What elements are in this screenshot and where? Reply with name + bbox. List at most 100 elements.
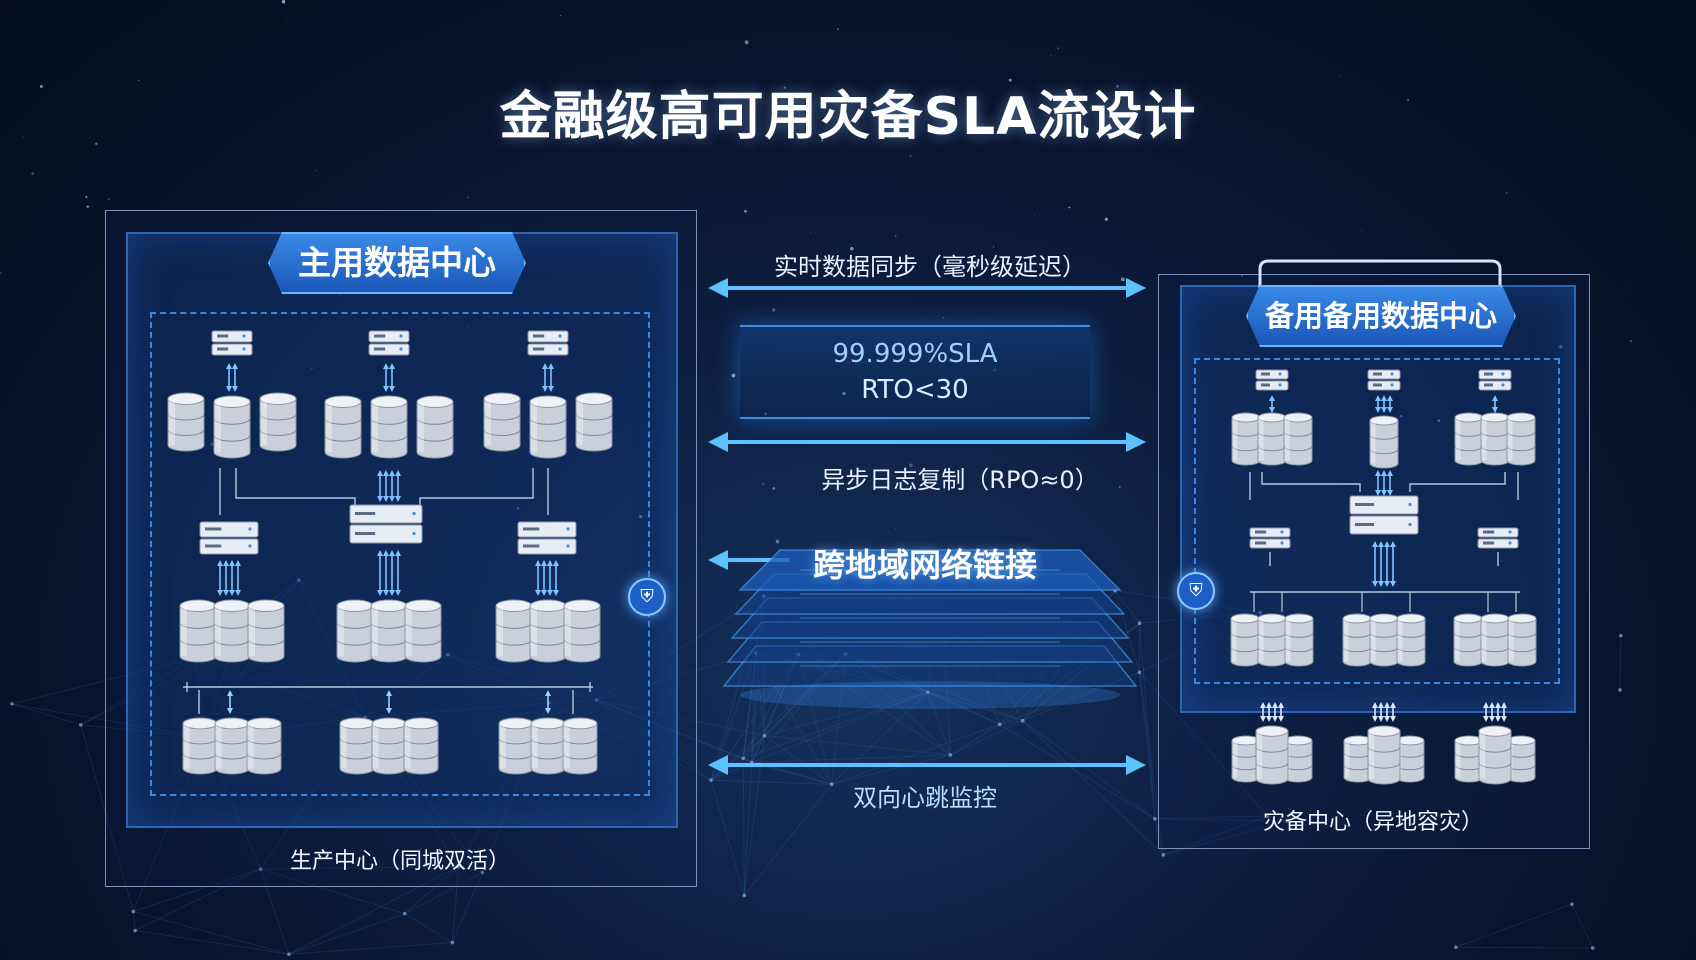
- network-line: [742, 652, 757, 759]
- network-line: [927, 691, 1000, 725]
- server-icon: [368, 330, 410, 356]
- star: [909, 463, 913, 467]
- network-line: [260, 868, 290, 955]
- network-line: [1267, 815, 1288, 822]
- database-icon: [403, 717, 439, 775]
- network-line: [743, 757, 832, 785]
- star: [1399, 414, 1403, 418]
- network-line: [1022, 671, 1140, 722]
- network-node: [741, 756, 746, 761]
- database-icon: [1396, 613, 1426, 667]
- network-line: [364, 654, 449, 718]
- star: [1115, 84, 1119, 88]
- link-arrows: [542, 363, 554, 392]
- database-icon: [324, 395, 362, 459]
- link-arrows: [1375, 395, 1393, 413]
- star: [771, 308, 776, 312]
- connector-line: [1409, 472, 1506, 492]
- bidirectional-arrow-icon: [708, 432, 1146, 452]
- database-icon: [416, 395, 454, 459]
- network-line: [743, 691, 928, 759]
- network-line: [458, 866, 483, 873]
- network-node: [10, 702, 14, 706]
- link-arrows: [217, 560, 241, 596]
- network-node: [1590, 946, 1595, 950]
- star: [772, 487, 776, 490]
- star: [560, 14, 562, 16]
- network-line: [548, 702, 712, 781]
- star: [1120, 277, 1125, 282]
- star: [783, 86, 786, 89]
- star: [685, 123, 688, 127]
- star: [86, 205, 89, 208]
- network-node: [450, 940, 455, 945]
- database-icon: [182, 717, 218, 775]
- network-line: [831, 723, 1000, 785]
- database-icon: [213, 395, 251, 459]
- star: [1626, 287, 1628, 289]
- network-line: [751, 735, 765, 763]
- network-line: [798, 653, 951, 756]
- network-node: [1137, 621, 1142, 625]
- network-line: [596, 699, 712, 781]
- network-line: [797, 654, 833, 785]
- network-line: [831, 653, 847, 785]
- database-icon: [259, 392, 297, 452]
- network-line: [755, 652, 833, 785]
- shield-icon: ⛨: [1177, 572, 1215, 610]
- network-node: [402, 911, 407, 916]
- star: [1008, 78, 1012, 82]
- network-line: [999, 622, 1140, 725]
- star: [1559, 345, 1563, 349]
- link-arrows: [383, 363, 395, 392]
- network-line: [1022, 720, 1164, 856]
- star: [338, 294, 341, 297]
- network-node: [742, 893, 747, 898]
- database-icon: [1507, 613, 1537, 667]
- database-icon: [562, 717, 598, 775]
- network-line: [742, 654, 799, 759]
- sla-rto: RTO<30: [861, 375, 969, 405]
- network-node: [1258, 610, 1262, 615]
- network-line: [11, 703, 81, 726]
- database-icon: [1284, 613, 1314, 667]
- star: [849, 246, 854, 251]
- network-line: [404, 866, 459, 915]
- database-icon: [214, 717, 250, 775]
- star: [85, 196, 88, 198]
- database-icon: [575, 392, 613, 452]
- server-icon: [1349, 495, 1419, 535]
- star: [639, 514, 643, 519]
- link-arrows: [535, 560, 559, 596]
- network-line: [288, 913, 405, 955]
- network-node: [709, 778, 713, 782]
- network-line: [288, 866, 459, 955]
- network-line: [80, 657, 197, 726]
- network-node: [762, 733, 767, 738]
- star: [31, 172, 35, 175]
- network-node: [1161, 853, 1166, 857]
- sla-availability: 99.999%SLA: [832, 339, 998, 369]
- network-line: [764, 735, 833, 785]
- connector-line: [419, 468, 534, 505]
- network-line: [1455, 903, 1573, 948]
- network-line: [710, 735, 765, 781]
- star: [1241, 274, 1243, 277]
- network-line: [710, 652, 757, 781]
- star: [1104, 217, 1108, 221]
- shield-icon: ⛨: [628, 578, 666, 616]
- primary-datacenter-banner: 主用数据中心: [268, 232, 526, 294]
- network-node: [287, 952, 291, 957]
- network-line: [743, 735, 765, 896]
- star: [467, 196, 470, 199]
- link-arrows: [227, 690, 233, 714]
- backup-datacenter-cluster: [1194, 358, 1560, 684]
- sync-link-label: 实时数据同步（毫秒级延迟）: [774, 253, 1086, 281]
- link-arrows: [386, 690, 392, 714]
- network-node: [1454, 945, 1458, 950]
- star: [0, 271, 2, 274]
- network-line: [1154, 818, 1288, 822]
- star: [775, 539, 780, 544]
- network-line: [260, 868, 405, 915]
